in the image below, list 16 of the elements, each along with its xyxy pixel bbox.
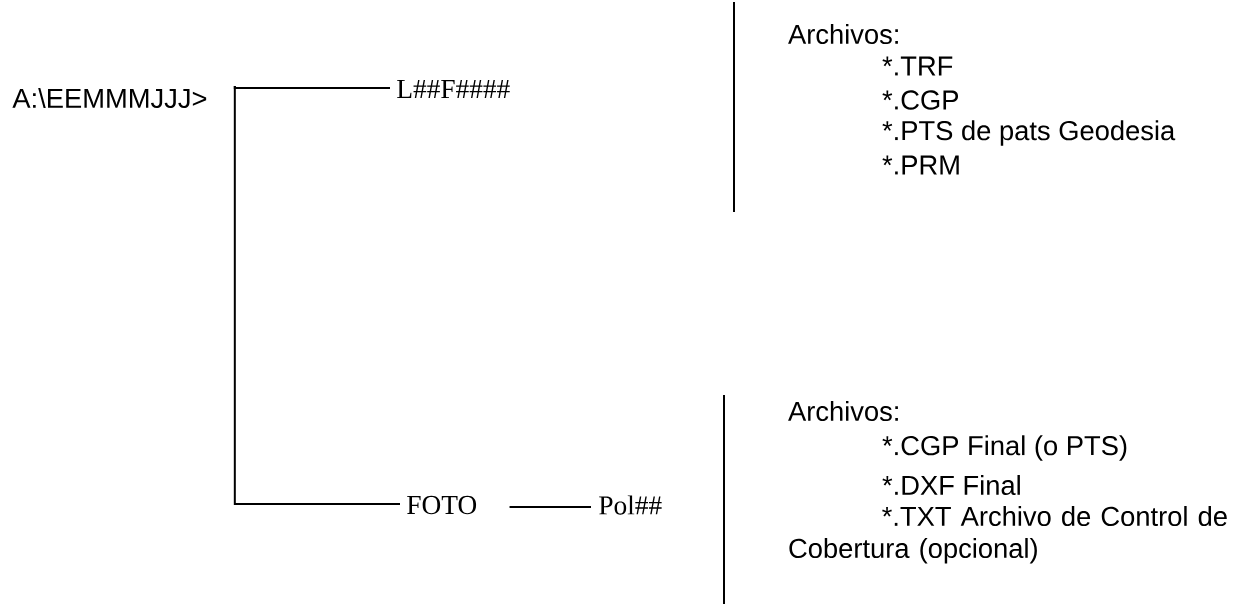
tree-line <box>508 506 592 508</box>
folder-name: A:\EEMMMJJJ> <box>12 87 207 109</box>
folder-name: FOTO <box>407 495 477 515</box>
file-label: *.PRM <box>882 155 959 175</box>
file-label: *.CGP <box>882 90 959 110</box>
tree-line <box>233 85 401 505</box>
folder-name: Pol## <box>599 495 662 515</box>
folder-name: L##F#### <box>397 80 510 98</box>
file-label: Archivos: <box>788 23 898 45</box>
file-label: *.PTS de pats Geodesia <box>882 120 1176 146</box>
file-label: Archivos: <box>788 400 898 422</box>
file-description: *.TXT Archivo de Control de Cobertura (opcional) <box>789 506 1227 564</box>
file-label: *.CGP Final (o PTS) <box>882 435 1127 461</box>
file-label: *.DXF Final <box>882 474 1020 496</box>
tree-line <box>233 85 391 89</box>
file-label: *.TRF <box>882 56 953 76</box>
